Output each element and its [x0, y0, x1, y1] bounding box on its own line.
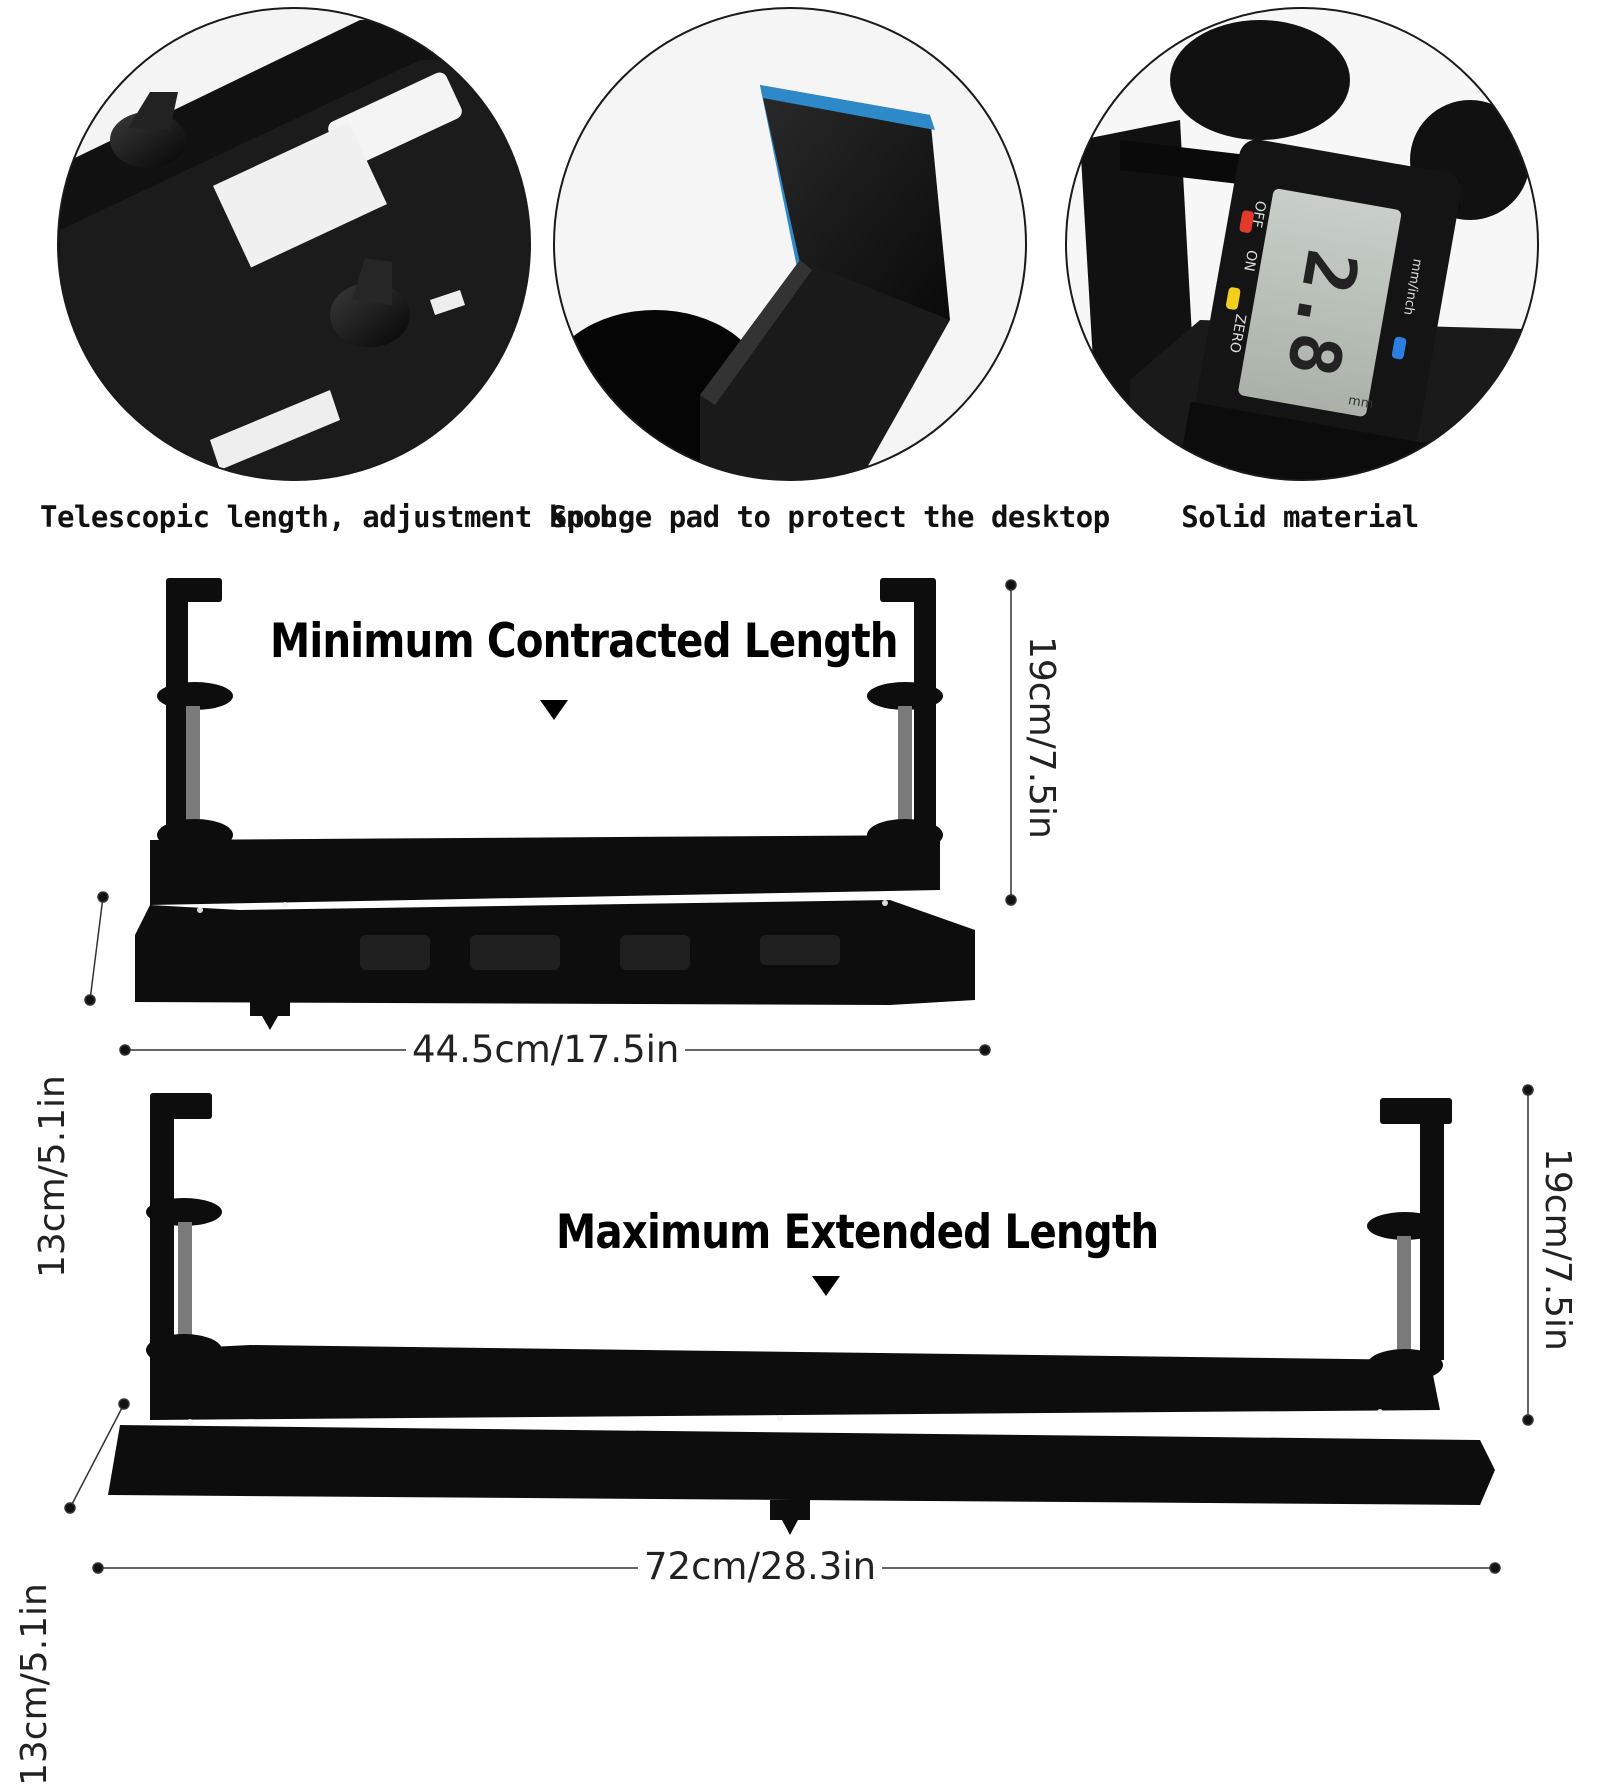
knob-detail-photo: [58, 8, 530, 480]
contracted-arrow-icon: [540, 700, 568, 720]
extended-arrow-icon: [812, 1276, 840, 1296]
extended-depth-label: 13cm/5.1in: [14, 1583, 55, 1786]
digital-caliper: 2.8 OFF ON ZERO mm/inch mm: [1180, 139, 1462, 480]
adjustment-knob-icon: [110, 92, 186, 168]
extended-title: Maximum Extended Length: [556, 1205, 1159, 1260]
caliper-zero-label: ZERO: [1226, 313, 1249, 354]
off-button-icon: [1239, 210, 1254, 233]
mode-button-icon: [1391, 336, 1407, 360]
detail-photos: 2.8 OFF ON ZERO mm/inch mm: [57, 7, 1539, 481]
extended-height-label: 19cm/7.5in: [1537, 1148, 1578, 1351]
contracted-height-label: 19cm/7.5in: [1021, 636, 1062, 839]
zero-button-icon: [1225, 287, 1241, 310]
extended-width-label: 72cm/28.3in: [638, 1545, 883, 1588]
feature-caption-knob: Telescopic length, adjustment knob: [40, 500, 617, 534]
caliper-unit-label: mm: [1347, 393, 1375, 412]
extended-dimension-lines: [64, 1084, 1534, 1574]
caliper-off-label: OFF: [1248, 199, 1268, 228]
contracted-title: Minimum Contracted Length: [270, 614, 899, 669]
contracted-dimension-lines: [84, 579, 1017, 1056]
extended-tray: [108, 1093, 1495, 1535]
contracted-tray: [135, 578, 975, 1030]
feature-caption-sponge: Sponge pad to protect the desktop: [550, 500, 1110, 534]
product-infographic: 2.8 OFF ON ZERO mm/inch mm Telescopic le…: [14, 7, 1578, 1786]
feature-caption-material: Solid material: [1181, 500, 1419, 534]
caliper-on-label: ON: [1240, 249, 1259, 273]
adjustment-knob-icon: [330, 258, 410, 347]
contracted-width-label: 44.5cm/17.5in: [406, 1028, 686, 1071]
caliper-photo: 2.8 OFF ON ZERO mm/inch mm: [1066, 8, 1538, 480]
product-diagrams: [64, 578, 1534, 1574]
contracted-depth-label: 13cm/5.1in: [32, 1075, 73, 1278]
